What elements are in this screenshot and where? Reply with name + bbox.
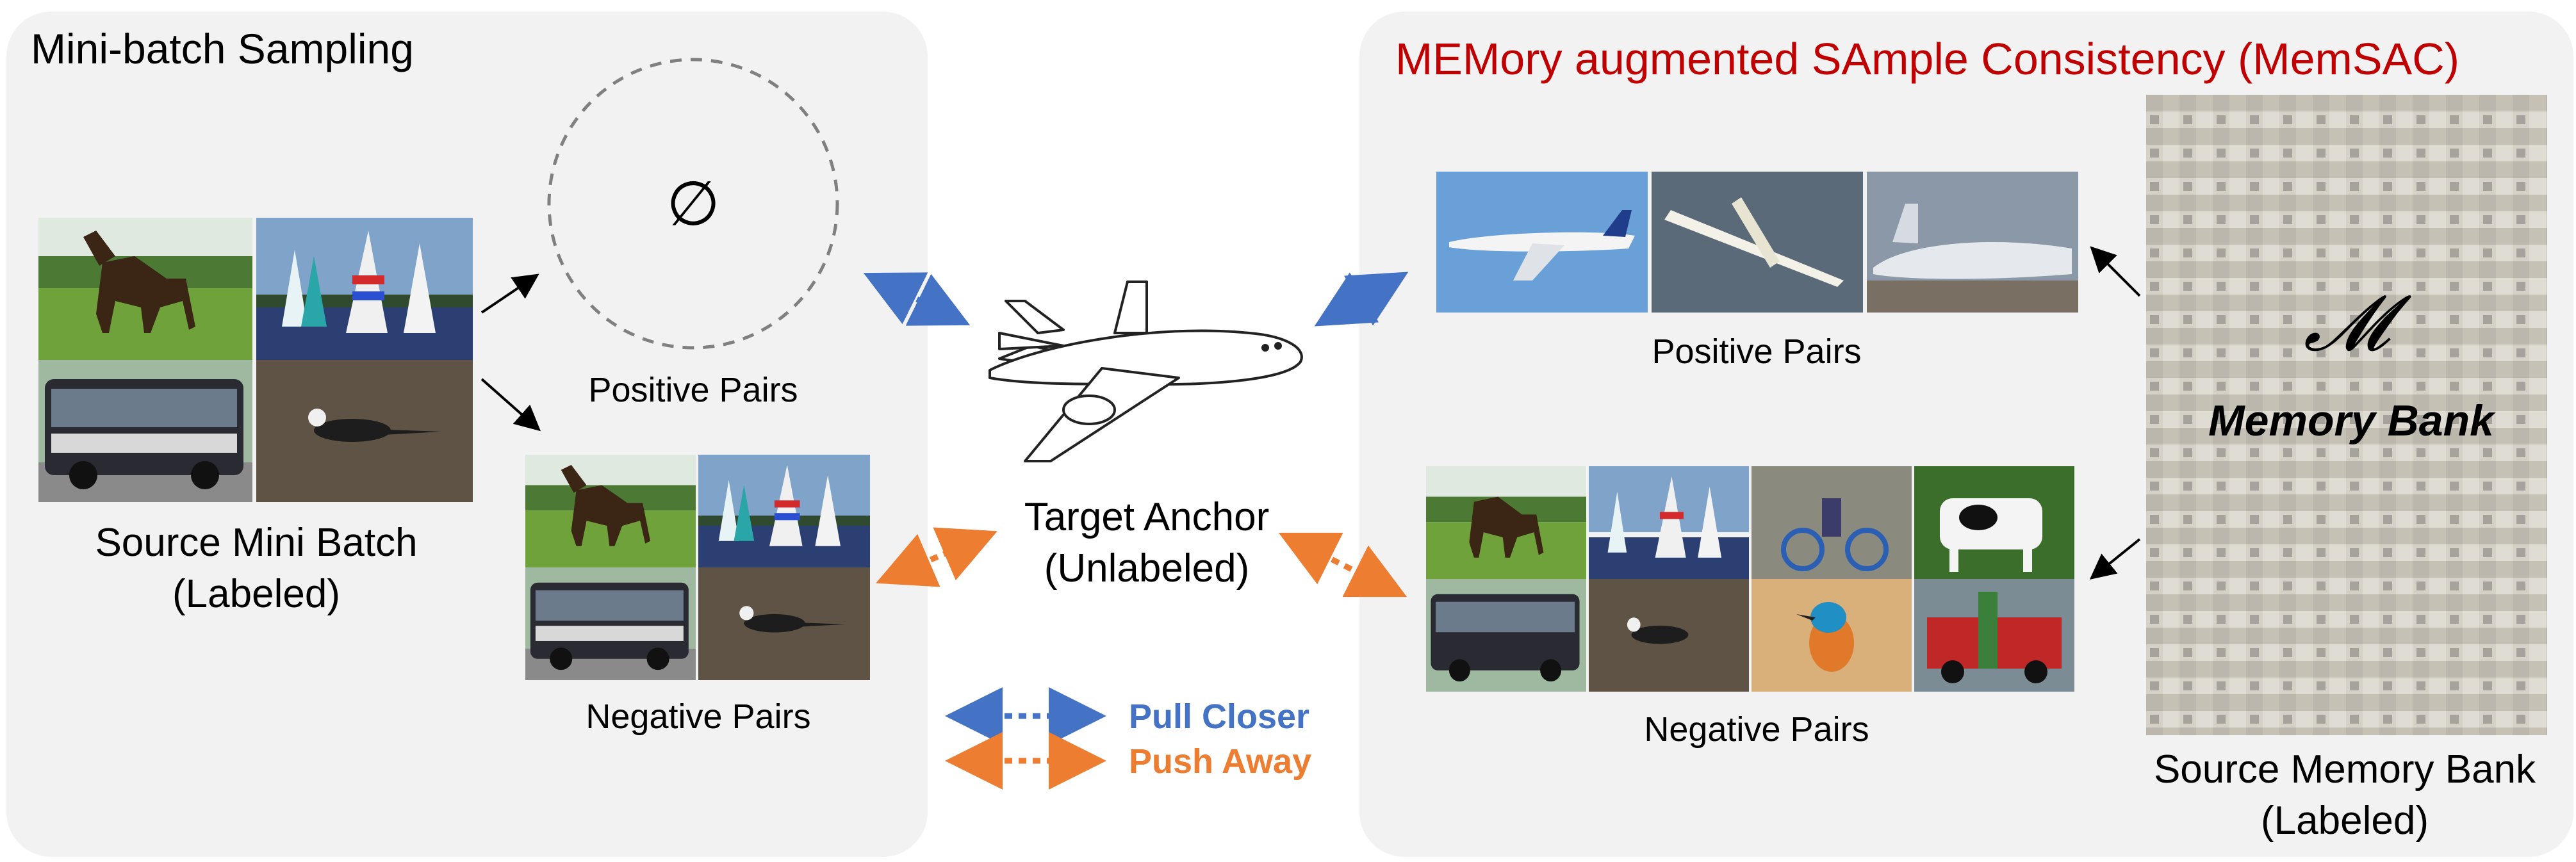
target-anchor-line2: (Unlabeled) (1044, 546, 1250, 590)
right-negative-pairs-images (1426, 466, 2074, 692)
memory-to-positive-arrow (2090, 246, 2141, 297)
push-arrow-right (1278, 532, 1407, 598)
cow-photo (1914, 466, 2074, 579)
left-positive-pairs-label: Positive Pairs (588, 371, 798, 409)
pull-arrow-right (1314, 272, 1409, 327)
memsac-title: MEMory augmented SAmple Consistency (Mem… (1395, 34, 2460, 84)
bus-photo (525, 567, 696, 680)
arrow-to-negative (480, 378, 541, 432)
target-anchor-label: Target Anchor (Unlabeled) (967, 492, 1326, 594)
right-positive-pairs-label: Positive Pairs (1652, 332, 1862, 371)
memory-symbol: 𝓜 (2303, 279, 2390, 368)
jet-photo (1867, 172, 2078, 313)
target-anchor-line1: Target Anchor (1024, 495, 1270, 539)
arrow-to-positive (480, 273, 539, 314)
right-positive-pairs-images (1436, 172, 2078, 313)
minibatch-title: Mini-batch Sampling (31, 25, 414, 72)
source-memory-bank-line1: Source Memory Bank (2153, 747, 2536, 792)
sailboat-photo (698, 455, 870, 567)
memory-collage (2146, 95, 2547, 735)
left-negative-pairs-label: Negative Pairs (586, 697, 811, 736)
source-mini-batch-images (38, 218, 473, 502)
left-negative-pairs-images (525, 455, 870, 680)
memory-to-negative-arrow (2089, 538, 2141, 580)
source-mini-batch-line2: (Labeled) (172, 572, 340, 616)
duck-photo (1589, 579, 1749, 692)
sailboat-photo (256, 218, 473, 360)
legend-pull-label: Pull Closer (1129, 697, 1310, 736)
bicycle-photo (1752, 466, 1912, 579)
legend-push-label: Push Away (1129, 742, 1312, 781)
firetruck-photo (1914, 579, 2074, 692)
horse-photo (38, 218, 252, 360)
source-mini-batch-line1: Source Mini Batch (95, 521, 418, 565)
duck-photo (698, 567, 870, 680)
duck-photo (256, 360, 473, 502)
bus-photo (38, 360, 252, 502)
source-memory-bank-line2: (Labeled) (2261, 799, 2429, 843)
memory-bank-label: Memory Bank (2208, 396, 2494, 445)
bus-photo (1426, 579, 1586, 692)
airplane-photo (1436, 172, 1648, 313)
kingfisher-photo (1752, 579, 1912, 692)
horse-photo (1426, 466, 1586, 579)
glider-photo (1652, 172, 1863, 313)
source-mini-batch-label: Source Mini Batch (Labeled) (56, 517, 456, 620)
sailboat-photo (1589, 466, 1749, 579)
empty-set-symbol: ∅ (666, 170, 720, 238)
push-arrow-left (876, 527, 997, 587)
source-memory-bank-label: Source Memory Bank (Labeled) (2127, 744, 2563, 847)
horse-photo (525, 455, 696, 567)
right-negative-pairs-label: Negative Pairs (1644, 710, 1869, 749)
